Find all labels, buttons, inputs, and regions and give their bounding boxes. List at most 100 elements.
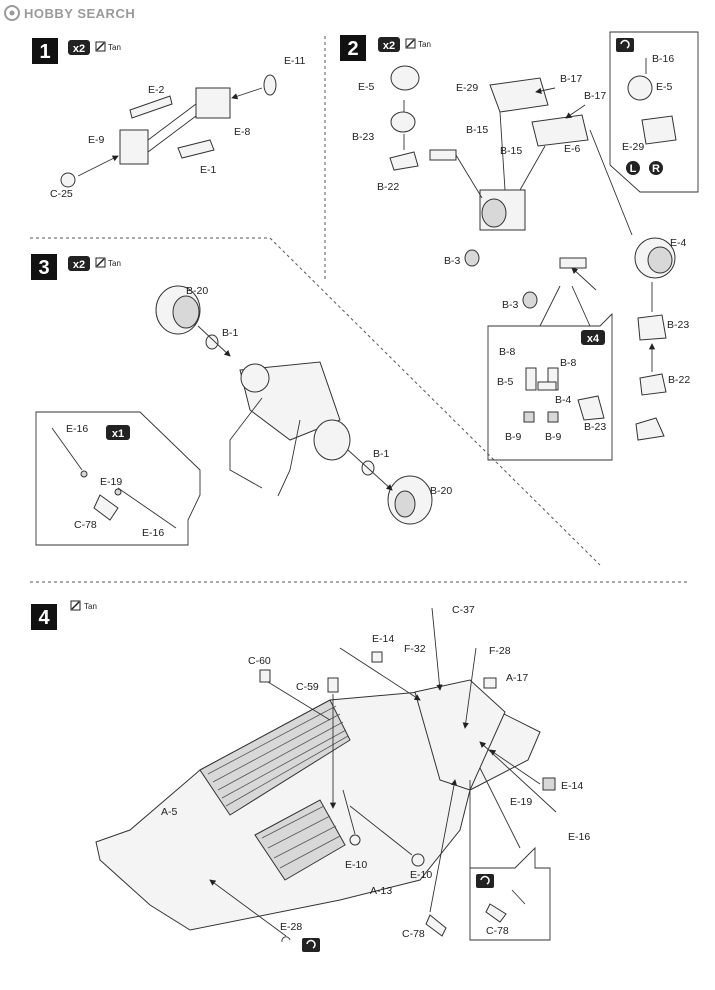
part-label: B-9 xyxy=(505,431,522,443)
step-2-number-box xyxy=(340,35,366,61)
part-label: E-10 xyxy=(410,869,432,881)
part-E-6-bracket xyxy=(531,114,589,147)
part-B-22 xyxy=(389,151,419,171)
part-label: B-15 xyxy=(466,124,488,136)
paint-icon xyxy=(95,41,106,52)
part-E-9-block xyxy=(119,129,149,165)
part-shaft xyxy=(559,257,587,269)
step-1-number: 1 xyxy=(39,41,50,63)
part-label: E-8 xyxy=(234,126,251,138)
part-label: B-8 xyxy=(560,357,577,369)
part-label: B-3 xyxy=(502,299,519,311)
step-4-inset-frame xyxy=(469,846,551,941)
part-label: E-19 xyxy=(510,796,532,808)
part-label: E-5 xyxy=(656,81,673,93)
paint-icon xyxy=(405,38,416,49)
part-front-plate xyxy=(414,679,506,791)
part-label: B-1 xyxy=(222,327,239,339)
part-E-8-block xyxy=(195,87,231,119)
part-B-3 xyxy=(464,249,480,267)
part-label: B-22 xyxy=(668,374,690,386)
sub-part-B-5 xyxy=(525,367,537,391)
part-label: F-32 xyxy=(404,643,426,655)
badge-R xyxy=(649,161,663,175)
part-label: E-1 xyxy=(200,164,217,176)
part-B-22-right xyxy=(639,373,667,396)
part-B-23-right xyxy=(637,314,667,341)
part-label: B-17 xyxy=(560,73,582,85)
step-1-qty-badge xyxy=(68,40,90,55)
step-3-drawing xyxy=(35,285,433,546)
part-label: A-5 xyxy=(161,806,178,818)
part-label: E-16 xyxy=(568,831,590,843)
step-4: 4 Tan xyxy=(31,600,590,952)
part-shaft xyxy=(429,149,457,161)
part-E-2-arm xyxy=(129,95,173,119)
part-label: E-4 xyxy=(670,237,687,249)
part-label: B-20 xyxy=(430,485,452,497)
part-label: B-1 xyxy=(373,448,390,460)
step-4-drawing xyxy=(95,607,557,952)
part-label: E-6 xyxy=(564,143,581,155)
part-B-1-top xyxy=(205,334,219,350)
part-E-11-cap xyxy=(263,74,277,96)
sub-part-B-23 xyxy=(577,395,605,421)
part-label: B-16 xyxy=(652,53,674,65)
step-1-paint: Tan xyxy=(108,43,121,52)
paint-icon xyxy=(95,257,106,268)
part-label: C-60 xyxy=(248,655,271,667)
step-4-number: 4 xyxy=(38,607,50,629)
part-label: B-22 xyxy=(377,181,399,193)
part-E-28 xyxy=(281,936,291,943)
part-label: E-16 xyxy=(142,527,164,539)
sub-part-B-9 xyxy=(523,411,535,423)
part-label: B-23 xyxy=(667,319,689,331)
watermark: HOBBY SEARCH xyxy=(4,5,135,21)
badge-L-text: L xyxy=(630,163,637,175)
part-label: B-8 xyxy=(499,346,516,358)
part-label: E-28 xyxy=(280,921,302,933)
badge-R-text: R xyxy=(652,163,660,175)
paint-icon xyxy=(70,600,81,611)
part-label: E-2 xyxy=(148,84,165,96)
part-label: B-17 xyxy=(584,90,606,102)
part-label: C-78 xyxy=(486,925,509,937)
step-3-number: 3 xyxy=(38,257,49,279)
inset-part-E-29 xyxy=(641,115,677,145)
step-2-qty: x2 xyxy=(383,40,395,52)
step-2: 2 x2 Tan xyxy=(340,31,699,461)
part-E-1-arm xyxy=(177,139,215,159)
part-label: B-20 xyxy=(186,285,208,297)
part-label: C-78 xyxy=(402,928,425,940)
part-label: E-14 xyxy=(561,780,583,792)
step-4-number-box xyxy=(31,604,57,630)
part-label: A-13 xyxy=(370,885,392,897)
part-E-10-left xyxy=(349,834,361,846)
step-2-paint: Tan xyxy=(418,40,431,49)
section-dividers xyxy=(30,36,690,583)
subassembly-qty: x4 xyxy=(587,333,600,345)
part-label: C-25 xyxy=(50,188,73,200)
step-4-paint: Tan xyxy=(84,602,97,611)
part-label: E-11 xyxy=(284,55,306,67)
rotate-icon xyxy=(302,938,320,952)
part-E-14-top xyxy=(371,651,383,663)
part-label: C-78 xyxy=(74,519,97,531)
part-label: B-23 xyxy=(352,131,374,143)
step-3: 3 x2 Tan xyxy=(31,254,452,546)
part-C-60 xyxy=(259,669,271,683)
part-A-17 xyxy=(483,677,497,689)
badge-L xyxy=(626,161,640,175)
step-3-number-box xyxy=(31,254,57,280)
part-label: E-14 xyxy=(372,633,394,645)
grill-lines xyxy=(207,705,349,807)
step-1: 1 x2 Tan E-11 E-2 E-9 E-8 E-1 C-25 xyxy=(32,38,306,200)
subassembly-qty-badge xyxy=(581,330,605,345)
step-1-number-box xyxy=(32,38,58,64)
part-spare xyxy=(635,417,665,441)
rotate-icon xyxy=(616,38,634,52)
part-label: C-37 xyxy=(452,604,475,616)
part-label: E-29 xyxy=(456,82,478,94)
part-label: E-16 xyxy=(66,423,88,435)
